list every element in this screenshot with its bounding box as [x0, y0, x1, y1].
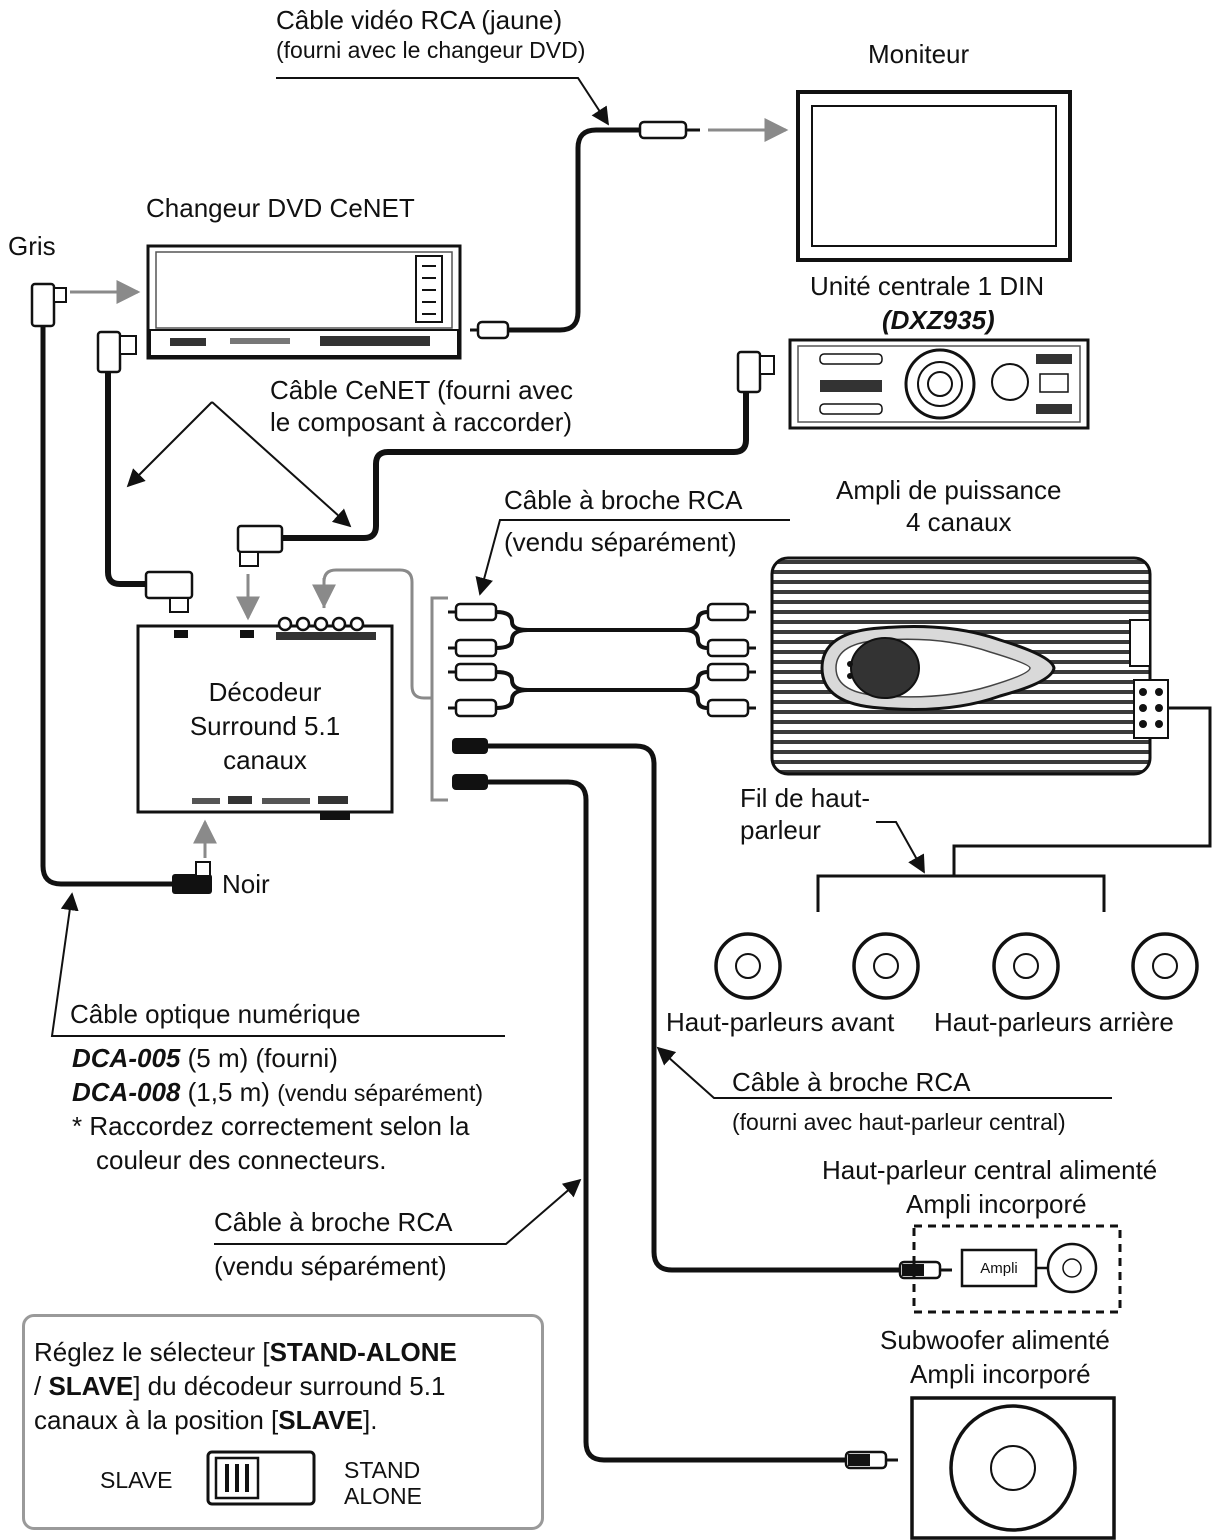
- video-cable-note: (fourni avec le changeur DVD): [276, 37, 586, 63]
- dca005-detail: (5 m) (fourni): [187, 1043, 338, 1073]
- cenet-cable-changer: [96, 330, 194, 613]
- switch-slave-label: SLAVE: [100, 1467, 173, 1493]
- amp-label-2: 4 canaux: [906, 507, 1012, 537]
- cenet-leader-left: [126, 401, 213, 488]
- center-speaker: [912, 1224, 1122, 1314]
- head-unit-label: Unité centrale 1 DIN: [810, 271, 1045, 301]
- note-line-2: / SLAVE] du décodeur surround 5.1: [34, 1370, 445, 1403]
- switch-stand-label: STAND: [344, 1457, 421, 1483]
- note-1-text: Réglez le sélecteur [: [34, 1337, 270, 1367]
- head-unit: [788, 338, 1090, 430]
- speaker-wire-label-1: Fil de haut-: [740, 783, 871, 813]
- rca-cables-amp: [448, 602, 756, 718]
- note-2-slash: /: [34, 1371, 49, 1401]
- subwoofer-label-1: Subwoofer alimenté: [880, 1325, 1110, 1355]
- center-speaker-label-2: Ampli incorporé: [906, 1189, 1087, 1219]
- output-bracket-vertical: [430, 596, 448, 802]
- power-amplifier: [770, 556, 1169, 776]
- decoder-label-2: Surround 5.1: [189, 711, 341, 741]
- rca-sub-note: (vendu séparément): [214, 1251, 447, 1281]
- amp-label-1: Ampli de puissance: [836, 475, 1062, 505]
- slave-switch: [206, 1450, 316, 1506]
- rca-cable-sub: [452, 774, 898, 1470]
- rca-center-note: (fourni avec haut-parleur central): [732, 1109, 1066, 1135]
- note-3-end: ].: [363, 1405, 378, 1435]
- rca-center-leader: [656, 1046, 1112, 1099]
- note-2-slave: SLAVE: [48, 1371, 134, 1401]
- front-speaker-right: [852, 932, 920, 1000]
- decoder-5-1: [136, 616, 394, 820]
- dvd-changer: [146, 244, 462, 360]
- output-bracket: [322, 568, 432, 700]
- rca-cable-center: [452, 738, 952, 1280]
- cenet-cable-head-unit: [236, 350, 775, 567]
- subwoofer: [910, 1396, 1116, 1540]
- switch-alone-label: ALONE: [344, 1483, 422, 1509]
- speaker-wire-label-2: parleur: [740, 815, 821, 845]
- rca-top-label: Câble à broche RCA: [504, 485, 743, 515]
- gray-label: Gris: [8, 231, 56, 261]
- decoder-label-1: Décodeur: [208, 677, 322, 707]
- speaker-wiring: [816, 706, 1212, 912]
- rear-speakers-label: Haut-parleurs arrière: [934, 1007, 1174, 1037]
- dca005-model: DCA-005: [72, 1043, 181, 1073]
- rear-speaker-right: [1131, 932, 1199, 1000]
- connect-note-1: * Raccordez correctement selon la: [72, 1111, 470, 1141]
- front-speaker-left: [714, 932, 782, 1000]
- dvd-changer-label: Changeur DVD CeNET: [146, 193, 415, 223]
- slave-setting-note: [22, 1314, 544, 1530]
- black-label: Noir: [222, 869, 270, 899]
- video-cable-label: Câble vidéo RCA (jaune): [276, 5, 563, 35]
- speaker-wire-leader: [876, 821, 925, 874]
- dca005-line: DCA-005 (5 m) (fourni): [72, 1042, 338, 1075]
- note-line-1: Réglez le sélecteur [STAND-ALONE: [34, 1336, 457, 1369]
- monitor: [796, 90, 1072, 262]
- rca-top-leader: [475, 519, 790, 596]
- connect-note-2: couleur des connecteurs.: [96, 1145, 387, 1175]
- dca008-note: (vendu séparément): [277, 1080, 484, 1106]
- monitor-label: Moniteur: [868, 39, 970, 69]
- subwoofer-label-2: Ampli incorporé: [910, 1359, 1091, 1389]
- note-2-text: ] du décodeur surround 5.1: [133, 1371, 446, 1401]
- rca-center-label: Câble à broche RCA: [732, 1067, 971, 1097]
- head-unit-model: (DXZ935): [882, 305, 995, 335]
- rca-top-note: (vendu séparément): [504, 527, 737, 557]
- rca-sub-label: Câble à broche RCA: [214, 1207, 453, 1237]
- optical-cable-leader: [50, 892, 505, 1037]
- optical-cable-label: Câble optique numérique: [70, 999, 361, 1029]
- note-3-slave: SLAVE: [278, 1405, 364, 1435]
- cenet-cable-label-2: le composant à raccorder): [270, 407, 573, 437]
- cenet-cable-label-1: Câble CeNET (fourni avec: [270, 375, 573, 405]
- video-cable-leader: [276, 77, 609, 126]
- note-1-standalone: STAND-ALONE: [269, 1337, 457, 1367]
- decoder-label-3: canaux: [223, 745, 307, 775]
- note-3-text: canaux à la position [: [34, 1405, 279, 1435]
- dca008-line: DCA-008 (1,5 m) (vendu séparément): [72, 1076, 483, 1109]
- dca008-detail: (1,5 m): [187, 1077, 270, 1107]
- center-ampli-label: Ampli: [980, 1260, 1018, 1277]
- optical-cable: [30, 282, 212, 894]
- note-line-3: canaux à la position [SLAVE].: [34, 1404, 378, 1437]
- rca-sub-leader: [214, 1178, 582, 1245]
- dca008-model: DCA-008: [72, 1077, 181, 1107]
- rear-speaker-left: [992, 932, 1060, 1000]
- cenet-leader-right: [211, 401, 352, 528]
- center-speaker-label-1: Haut-parleur central alimenté: [822, 1155, 1158, 1185]
- video-rca-cable: [470, 120, 700, 340]
- front-speakers-label: Haut-parleurs avant: [666, 1007, 895, 1037]
